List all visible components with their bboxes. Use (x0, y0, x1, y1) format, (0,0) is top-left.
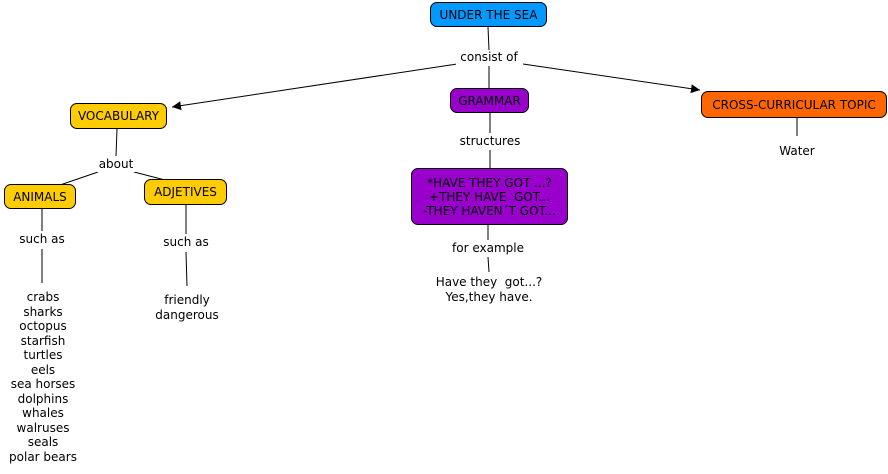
line-forexample-to-example (487, 256, 490, 273)
water-topic: Water (772, 144, 822, 159)
link-about: about (96, 157, 136, 172)
concept-adjetives[interactable]: ADJETIVES (144, 179, 227, 205)
arrow-consist-to-crosscurricular (522, 63, 701, 94)
line-vocabulary-to-about (115, 128, 118, 157)
concept-under-the-sea[interactable]: UNDER THE SEA (430, 2, 547, 27)
concept-animals[interactable]: ANIMALS (4, 184, 76, 209)
link-structures: structures (456, 134, 524, 149)
concept-grammar-structures[interactable]: *HAVE THEY GOT ...? +THEY HAVE GOT... -T… (411, 168, 568, 225)
line-about-to-adjectives (133, 171, 166, 181)
animals-list: crabs sharks octopus starfish turtles ee… (2, 290, 84, 464)
arrow-consist-to-vocabulary (171, 63, 458, 111)
concept-vocabulary[interactable]: VOCABULARY (70, 103, 167, 129)
grammar-example: Have they got...? Yes,they have. (426, 275, 552, 304)
line-root-to-consist (487, 26, 490, 51)
concept-grammar[interactable]: GRAMMAR (450, 88, 529, 113)
link-such-as-animals: such as (15, 232, 69, 247)
link-consist-of: consist of (456, 50, 522, 65)
link-such-as-adjectives: such as (159, 235, 213, 250)
link-for-example: for example (446, 241, 530, 256)
line-suchas-to-adjlist (185, 251, 188, 287)
adjectives-list: friendly dangerous (148, 293, 226, 322)
line-about-to-animals (59, 171, 99, 186)
concept-cross-curricular-topic[interactable]: CROSS-CURRICULAR TOPIC (701, 91, 887, 118)
